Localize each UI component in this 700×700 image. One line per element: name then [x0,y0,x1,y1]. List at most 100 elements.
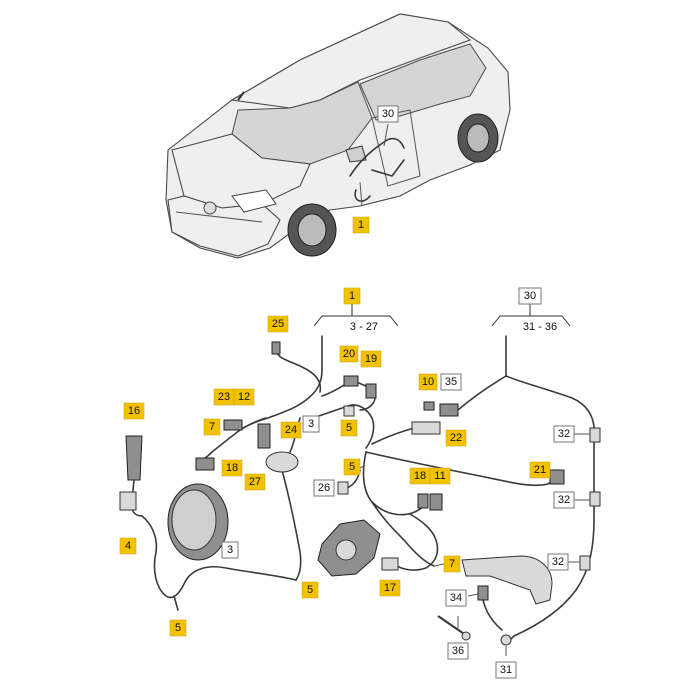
door-handle [461,555,553,605]
callout-5b: 5 [343,458,361,476]
range-30-text: 31 - 36 [523,321,557,333]
callout-4: 4 [119,537,137,555]
callout-17: 17 [379,579,401,597]
leader-7b [433,563,445,567]
svg-text:5: 5 [307,584,313,596]
clip-32a [589,427,601,443]
callout-7b: 7 [443,555,461,573]
callout-36: 36 [447,642,469,660]
svg-text:36: 36 [452,645,464,657]
svg-text:5: 5 [346,422,352,434]
callout-24: 24 [280,421,302,439]
callout-1-top: 1 [343,287,361,305]
svg-text:10: 10 [422,376,434,388]
svg-text:32: 32 [558,494,570,506]
svg-text:32: 32 [552,556,564,568]
callout-10: 10 [418,373,438,391]
car-illustration [165,13,511,259]
callout-21: 21 [529,461,551,479]
svg-text:19: 19 [365,353,377,365]
bracket-1: 3 - 27 [313,304,399,333]
callout-20: 20 [339,345,359,363]
callout-18b: 18 [409,467,431,485]
clip-32b [589,491,601,507]
callout-32b: 32 [553,491,575,509]
svg-text:34: 34 [450,592,462,604]
callout-31: 31 [495,661,517,679]
clip-32c [579,555,591,571]
svg-text:1: 1 [349,290,355,302]
svg-text:23: 23 [218,391,230,403]
callout-5d: 5 [169,619,187,637]
connector-21 [549,469,565,485]
door-harness-car [349,137,405,202]
connector-11 [429,493,443,511]
callout-26: 26 [313,479,335,497]
bracket-30: 31 - 36 [491,304,571,333]
car-headlight [231,189,277,213]
speaker-cone [171,489,217,551]
svg-text:3: 3 [308,418,314,430]
callout-1-car: 1 [352,216,370,234]
connector-25 [271,341,281,355]
callout-23: 23 [213,388,235,406]
callout-3b: 3 [221,541,239,559]
svg-text:16: 16 [128,405,140,417]
clip-5a [343,405,355,417]
callouts: 30 1 1 30 25 20 19 23 12 10 35 16 7 24 3… [119,105,575,679]
svg-text:4: 4 [125,540,131,552]
car-antenna [237,91,245,101]
svg-text:24: 24 [285,424,297,436]
svg-text:25: 25 [272,318,284,330]
connector-16 [125,435,143,481]
callout-18a: 18 [221,459,243,477]
svg-text:30: 30 [524,290,536,302]
svg-text:30: 30 [382,108,394,120]
boot-16 [119,491,137,511]
svg-text:32: 32 [558,428,570,440]
svg-text:18: 18 [226,462,238,474]
car-badge [203,201,217,215]
callout-34: 34 [445,589,467,607]
svg-text:7: 7 [209,421,215,433]
connector-20 [343,375,359,387]
leader-34 [467,593,479,597]
callout-32c: 32 [547,553,569,571]
grille-line [175,211,263,223]
connector-17 [381,557,399,571]
svg-text:3: 3 [227,544,233,556]
callout-19: 19 [360,350,382,368]
connector-24 [257,423,271,449]
svg-text:27: 27 [249,476,261,488]
callout-30-top: 30 [518,287,542,305]
connector-19 [365,383,377,399]
main-harness [141,335,559,611]
connectors [119,335,601,656]
rear-rim [466,123,490,153]
connector-22 [411,421,441,435]
callout-32a: 32 [553,425,575,443]
front-rim [297,213,327,247]
zip-tie-head [461,631,471,641]
svg-text:35: 35 [445,376,457,388]
connector-23 [223,419,243,431]
svg-text:12: 12 [238,391,250,403]
clip-31 [500,634,512,646]
callout-7a: 7 [203,418,221,436]
grommet-27 [265,451,299,473]
callout-5a: 5 [340,419,358,437]
connector-18a [195,457,215,471]
svg-text:21: 21 [534,464,546,476]
motor-gear [335,539,357,561]
callout-12: 12 [233,388,255,406]
svg-text:1: 1 [358,219,364,231]
svg-text:11: 11 [434,470,445,482]
connector-26 [337,481,349,495]
callout-35: 35 [440,373,462,391]
callout-5c: 5 [301,581,319,599]
car-front-bumper [167,195,281,257]
svg-text:18: 18 [414,470,426,482]
svg-text:5: 5 [349,461,355,473]
